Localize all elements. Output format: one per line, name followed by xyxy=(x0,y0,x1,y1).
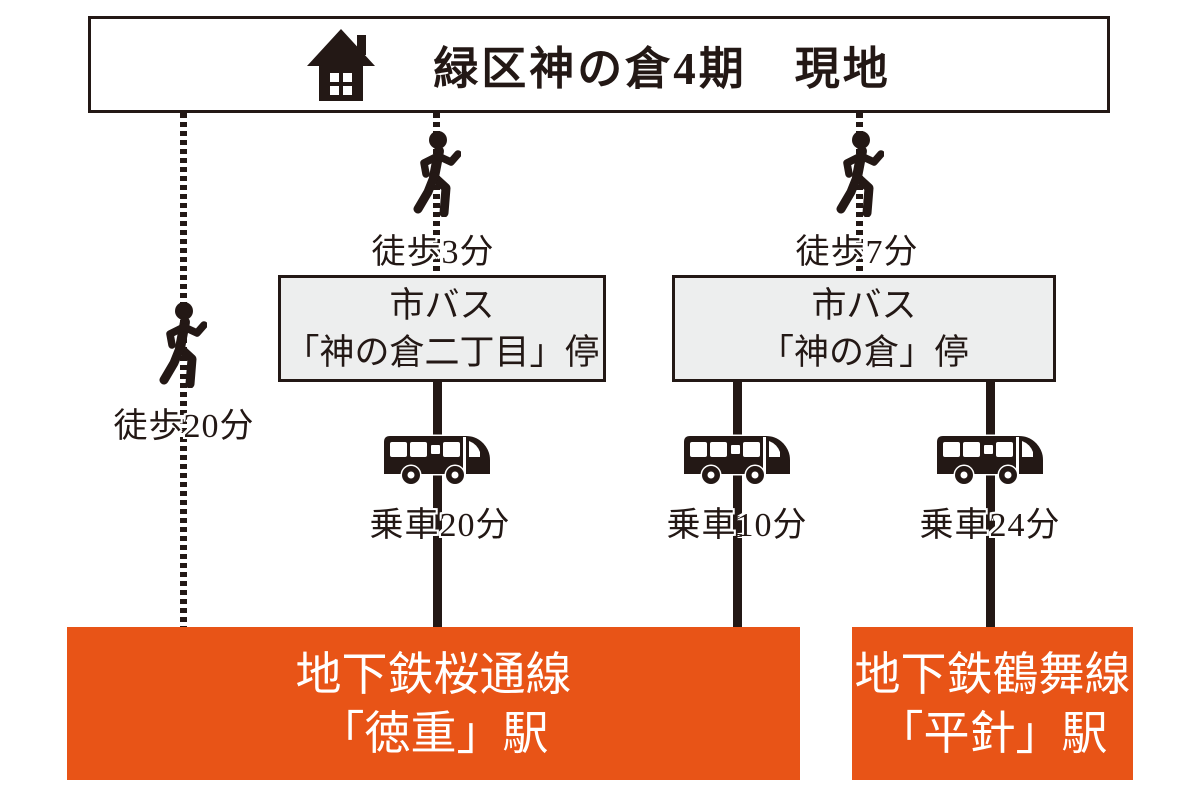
ride-label-2: 乗車10分 xyxy=(666,507,808,544)
station-line2: 「平針」駅 xyxy=(877,707,1108,759)
walking-person-icon xyxy=(836,131,884,217)
site-box: 緑区神の倉4期 現地 xyxy=(88,16,1110,113)
bus-ride-line-2 xyxy=(733,381,742,628)
walk-label-stop2: 徒歩7分 xyxy=(795,234,919,271)
station-line1: 地下鉄桜通線 xyxy=(295,648,572,700)
walk-label-direct: 徒歩20分 xyxy=(113,408,255,445)
bus-ride-line-3 xyxy=(986,381,995,628)
bus-icon xyxy=(682,434,792,486)
walk-dotted-line-direct xyxy=(180,113,187,627)
bus-stop-line1: 市バス xyxy=(389,285,495,325)
bus-icon xyxy=(935,434,1045,486)
walking-person-icon xyxy=(159,302,207,388)
walk-label-stop1: 徒歩3分 xyxy=(371,234,495,271)
bus-stop-line2: 「神の倉」停 xyxy=(758,332,969,372)
bus-ride-line-1 xyxy=(433,381,442,628)
house-icon xyxy=(307,28,376,101)
station-line1: 地下鉄鶴舞線 xyxy=(854,648,1131,700)
bus-stop-line1: 市バス xyxy=(811,285,917,325)
bus-stop-box-kaminokura-2chome: 市バス 「神の倉二丁目」停 xyxy=(278,275,606,382)
station-line2: 「徳重」駅 xyxy=(318,707,549,759)
site-title: 緑区神の倉4期 現地 xyxy=(433,44,891,94)
bus-stop-line2: 「神の倉二丁目」停 xyxy=(284,332,600,372)
ride-label-3: 乗車24分 xyxy=(919,507,1061,544)
walk-dotted-line-stop1 xyxy=(433,113,440,276)
walk-dotted-line-stop2 xyxy=(856,113,863,276)
station-box-hirabari: 地下鉄鶴舞線 「平針」駅 xyxy=(852,627,1133,780)
bus-icon xyxy=(382,434,492,486)
station-box-tokushige: 地下鉄桜通線 「徳重」駅 xyxy=(67,627,800,780)
bus-stop-box-kaminokura: 市バス 「神の倉」停 xyxy=(672,275,1056,382)
walking-person-icon xyxy=(413,131,461,217)
ride-label-1: 乗車20分 xyxy=(369,507,511,544)
